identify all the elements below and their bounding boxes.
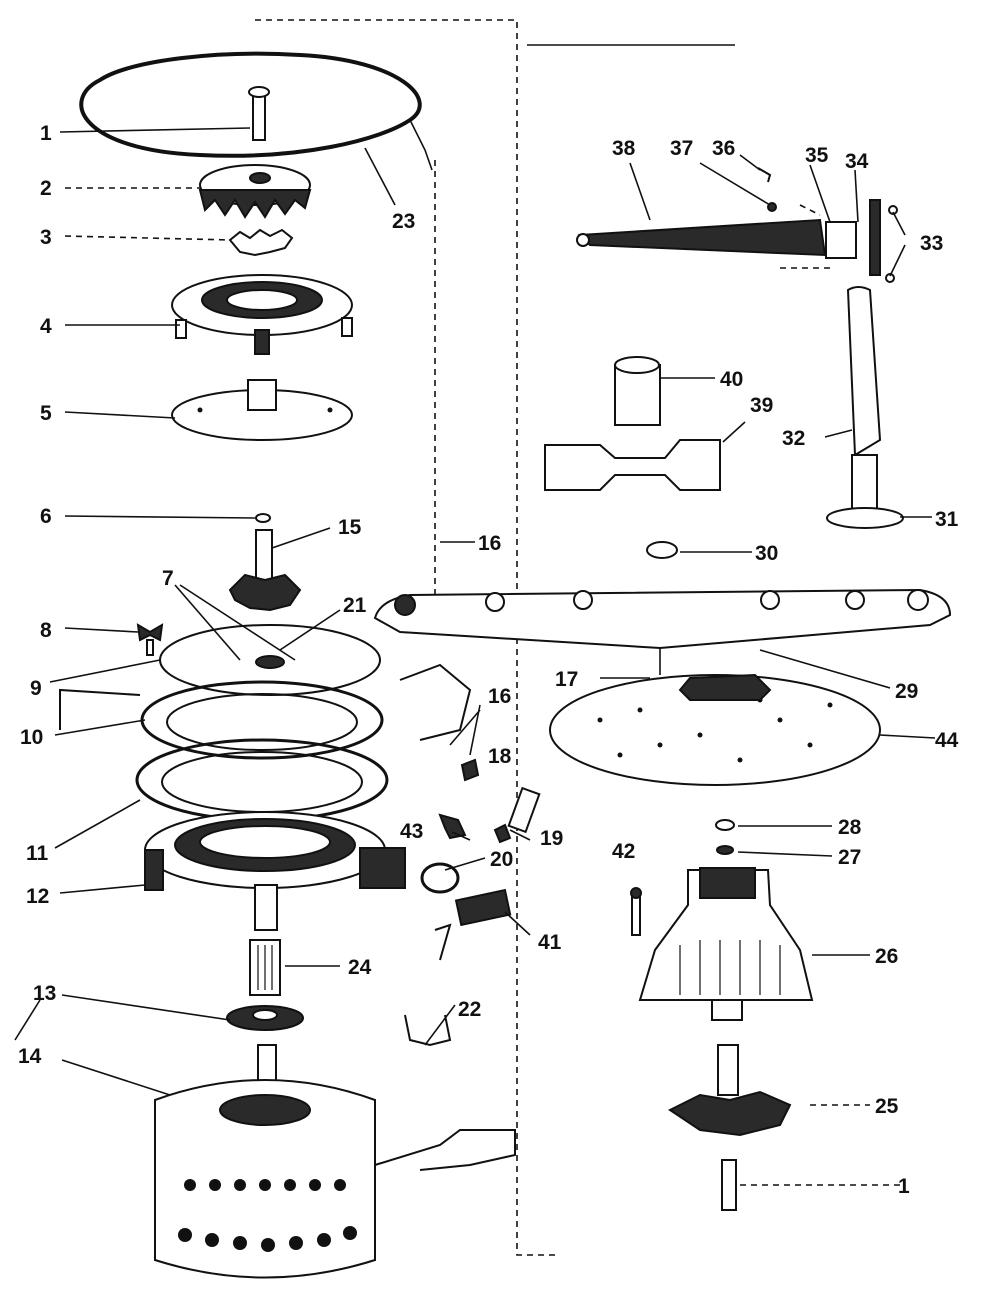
label-7: 7	[162, 567, 174, 590]
label-40: 40	[720, 368, 743, 391]
part-9-gasket	[159, 624, 381, 696]
label-19: 19	[540, 827, 563, 850]
part-31-tube-base	[826, 454, 904, 529]
label-21: 21	[343, 594, 367, 617]
label-22: 22	[458, 998, 481, 1021]
label-15: 15	[338, 516, 362, 539]
part-19-fitting	[493, 786, 541, 844]
label-11: 11	[26, 842, 49, 865]
label-4: 4	[40, 315, 52, 338]
label-3: 3	[40, 226, 52, 249]
label-31: 31	[935, 508, 959, 531]
label-25: 25	[875, 1095, 899, 1118]
label-27: 27	[838, 846, 861, 869]
part-33-screws	[885, 205, 898, 283]
part-27-washer	[716, 845, 734, 855]
housing-slots	[679, 940, 781, 995]
part-41-switch	[454, 888, 512, 927]
part-35-nut	[825, 221, 857, 259]
assembly-dashed-lines	[255, 19, 830, 1256]
part-44-filter-plate	[549, 673, 881, 786]
label-13: 13	[33, 982, 56, 1005]
label-5: 5	[40, 402, 52, 425]
label-6: 6	[40, 505, 52, 528]
label-26: 26	[875, 945, 898, 968]
motor-vent-holes	[178, 1179, 357, 1252]
part-20-clamp	[420, 862, 460, 894]
part-32-feed-tube	[846, 286, 882, 457]
part-1-bolt	[248, 86, 270, 141]
part-14-motor	[154, 1044, 516, 1279]
part-1-bottom-screw	[721, 1159, 900, 1211]
label-41: 41	[538, 931, 562, 954]
label-17: 17	[555, 668, 578, 691]
label-9: 9	[30, 677, 42, 700]
part-39-seal-strip	[544, 439, 721, 491]
label-18: 18	[488, 745, 512, 768]
part-28-washer	[715, 819, 735, 831]
part-43-clamp	[438, 813, 467, 840]
label-12: 12	[26, 885, 49, 908]
part-42-screw	[630, 887, 642, 936]
label-8: 8	[40, 619, 52, 642]
part-12-pump-body	[144, 811, 406, 931]
part-38-spray-arm-upper	[576, 218, 827, 257]
label-35: 35	[805, 144, 829, 167]
label-2: 2	[40, 177, 52, 200]
label-16-left: 16	[478, 532, 501, 555]
part-8-wing-screw	[136, 623, 164, 656]
label-29: 29	[895, 680, 918, 703]
part-13-seal	[226, 1005, 304, 1031]
label-43: 43	[400, 820, 423, 843]
part-34-bracket	[869, 199, 881, 276]
label-24: 24	[348, 956, 372, 979]
part-23-hose	[79, 51, 433, 171]
label-30: 30	[755, 542, 778, 565]
label-36: 36	[712, 137, 735, 160]
label-32: 32	[782, 427, 805, 450]
part-40-bushing	[614, 356, 661, 426]
label-44: 44	[935, 729, 959, 752]
label-20: 20	[490, 848, 513, 871]
part-15-hub	[228, 513, 302, 612]
callout-labels: 1 2 3 4 5 23 6 15 7 21 8 9 10 11 12 24 1…	[18, 122, 959, 1198]
part-18-clip	[460, 758, 480, 782]
part-36-screw	[757, 167, 772, 183]
label-42: 42	[612, 840, 635, 863]
part-26-housing	[638, 867, 814, 1021]
part-30-cap	[646, 541, 678, 559]
part-2-impeller	[198, 164, 312, 219]
part-24-coupling	[249, 939, 281, 996]
label-16-mid: 16	[488, 685, 511, 708]
label-33: 33	[920, 232, 943, 255]
part-10-ring	[59, 663, 472, 760]
part-22-bracket	[404, 923, 452, 1047]
leader-lines	[14, 127, 936, 1106]
label-23: 23	[392, 210, 415, 233]
part-3-gear	[228, 228, 294, 257]
part-5-plate	[171, 379, 353, 441]
part-11-ring	[135, 738, 389, 822]
part-25-blade	[668, 1044, 792, 1137]
filter-holes	[597, 697, 833, 763]
label-1: 1	[40, 122, 52, 145]
label-1-bottom: 1	[898, 1175, 910, 1198]
part-29-spray-arm-lower	[373, 588, 952, 650]
part-4-pump-cover	[171, 274, 353, 355]
label-34: 34	[845, 150, 869, 173]
label-10: 10	[20, 726, 43, 749]
label-14: 14	[18, 1045, 42, 1068]
label-39: 39	[750, 394, 773, 417]
label-28: 28	[838, 816, 862, 839]
label-38: 38	[612, 137, 636, 160]
label-37: 37	[670, 137, 693, 160]
